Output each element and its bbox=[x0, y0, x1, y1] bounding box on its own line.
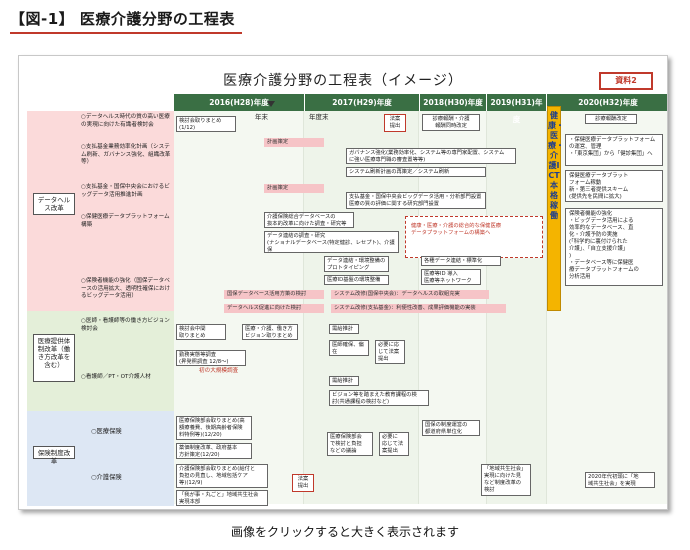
sidebar-datahealth: データヘルス改革 bbox=[33, 193, 75, 215]
box-insurance-committee: 医療保険部会 で検討と負担 などの議論 bbox=[327, 432, 373, 456]
year-header-2019: 2019(H31)年度 bbox=[487, 94, 546, 124]
sidebar-insurance: 保険制度改革 bbox=[33, 446, 75, 465]
box-kokuho-system: システム改修(国保中央会)：データヘルスの取組充実 bbox=[331, 290, 489, 299]
box-care-insurance-summary: 介護保険部会取りまとめ(給付と 負担の見直し、地域包括ケア 等)(12/9) bbox=[176, 464, 268, 488]
year-header-2017: 2017(H29)年度 bbox=[305, 94, 419, 111]
box-community-reform: 「地域共生社会」 実現に向けた見 など制度改革の 検討 bbox=[481, 464, 531, 496]
box-bill-submission-1: 法案 提出 bbox=[384, 114, 406, 132]
arrow-plan-1: 計画策定 bbox=[264, 138, 324, 147]
box-prefecture-unit: 国保の制度運営の 都道府県単位化 bbox=[422, 420, 480, 436]
box-bill-submission-2: 法案 提出 bbox=[292, 474, 314, 492]
ict-operation-bar: 健康・医療・介護ICT本格稼働 bbox=[547, 106, 564, 311]
box-data-standardization: 各種データ連結・標準化 bbox=[421, 256, 501, 266]
figure-title: 医療介護分野の工程表（イメージ） bbox=[223, 73, 463, 89]
box-platform-build: 健康・医療・介護の総合的な保健医療 データプラットフォームの構築へ bbox=[411, 223, 502, 236]
box-work-survey: 勤務実態等調査 (昇発照調査 12/8～) bbox=[176, 350, 246, 366]
box-vision-summary: 医療・介護、働き方 ビジョン取りまとめ bbox=[242, 324, 298, 340]
box-bigdata-division: 支払基金・国保中央会ビッグデータ活用・分析部門設置 医療の質の評価に関する研究部… bbox=[346, 192, 486, 209]
item-care-insurance: ○介護保険 bbox=[91, 474, 122, 481]
item-fund-efficiency: ○支払基金業務効率化計画（システム刷新、ガバナンス強化、組織改革等） bbox=[81, 144, 171, 165]
item-bigdata-plan: ○支払基金・国保中央会におけるビッグデータ活用推進計画 bbox=[81, 184, 170, 198]
box-education-review: ビジョン等を踏まえた教育課程の検 討(共通課程の検討など) bbox=[329, 390, 429, 406]
box-bill-if-needed-2: 必要に 応じて法 案提出 bbox=[379, 432, 409, 456]
right-platform-operation: ・保健医療データプラットフォームの運営、管理 ・「東京集団」から「健診集団」へ bbox=[565, 134, 663, 166]
item-insurer-function: ○保険者機能の強化（国保データベースの活用拡大、透明性確保におけるビッグデータ活… bbox=[81, 278, 171, 299]
note-nenmatsu: 年末 bbox=[255, 113, 268, 121]
sidebar-supply: 医療提供体制改革（働き方改革を含む） bbox=[33, 334, 75, 382]
item-nursing-staff: ○看護師／PT・OT介護人材 bbox=[81, 374, 151, 380]
ict-operation-label: 健康・医療・介護ICT本格稼働 bbox=[548, 111, 564, 220]
item-datahealth-forum: ○データヘルス時代の質の高い医療の実現に向けた有識者検討会 bbox=[81, 114, 170, 128]
box-medical-id: 医療ID基盤の環境整備 bbox=[324, 275, 389, 285]
box-id-network: 医療等ID 導入 医療等ネットワーク bbox=[421, 269, 481, 285]
milestone-marker bbox=[267, 101, 275, 107]
box-care-db-research: 介護保険総合データベースの 抜本的改革に向けた調査・研究等 bbox=[264, 212, 354, 228]
box-forum-summary: 検討会取りまとめ (1/12) bbox=[176, 116, 236, 132]
arrow-plan-2: 計画策定 bbox=[264, 184, 324, 193]
year-header-2018: 2018(H30)年度 bbox=[420, 94, 486, 111]
arrow-datahealth-review: データヘルス促進に向けた検討 bbox=[224, 304, 324, 313]
box-doctor-allocation: 医師確保、偏在 対策等の検討 bbox=[329, 340, 369, 356]
note-2018-revision: 診療報酬・介護 報酬同時改定 bbox=[422, 114, 480, 131]
box-prototyping: データ連結・環境整備の プロトタイピング bbox=[324, 256, 389, 272]
box-drug-price-reform: 薬価制度改革、政府基本 方針策定(12/20) bbox=[176, 443, 252, 459]
bracket-platform bbox=[405, 216, 543, 258]
right-platform-launch: 保健医療データプラット フォーム稼動 新・第三者提供スキーム (提供先を民間に拡… bbox=[565, 170, 663, 202]
box-governance: ガバナンス強化(業務効率化、システム等の専門家配置、システム に強い医療専門職の… bbox=[346, 148, 516, 164]
note-nendomatsu: 年度末 bbox=[309, 113, 329, 121]
item-medical-insurance: ○医療保険 bbox=[91, 428, 122, 435]
arrow-kokuho-db: 国保データベース活用方策の検討 bbox=[224, 290, 324, 299]
year-header-2020: 2020(H32)年度 bbox=[547, 94, 667, 111]
note-large-survey: 初の大規模調査 bbox=[199, 368, 239, 374]
right-insurer-strengthening: 保険者機能の強化 ・ビッグデータ活用による 効率的なデータベース、直 化・介護予… bbox=[565, 208, 663, 286]
year-header-2016: 2016(H28)年度 bbox=[174, 94, 304, 111]
item-platform: ○保健医療データプラットフォーム構築 bbox=[81, 214, 170, 228]
box-interim-summary: 検討会中間 取りまとめ(12/22) bbox=[176, 324, 226, 340]
box-data-link-research: データ連結の調査・研究 (ナショナルデータベース(特定健診、レセプト)、介護保 … bbox=[264, 231, 399, 253]
box-community-headquarters: 「我が事・丸ごと」地域共生社会 実現本部 bbox=[176, 490, 268, 506]
box-demand-estimate-1: 需給推計 bbox=[329, 324, 359, 334]
box-fund-system: システム改修(支払基金)：利便性改善、成果評価機能の実装 bbox=[331, 304, 506, 313]
heading-underline bbox=[10, 32, 242, 34]
box-demand-estimate-2: 需給推計 bbox=[329, 376, 359, 386]
item-workstyle-vision: ○医師・看護師等の働き方ビジョン検討会 bbox=[81, 318, 170, 332]
doc-label: 資料2 bbox=[599, 72, 653, 90]
note-2020-revision: 診療報酬改定 bbox=[585, 114, 637, 124]
footer-caption[interactable]: 画像をクリックすると大きく表示されます bbox=[230, 525, 459, 539]
box-bill-if-needed-1: 必要に応 じて法案 提出 bbox=[375, 340, 405, 364]
box-community-realization: 2020年代初頭に「地 域共生社会」を実現 bbox=[585, 472, 655, 488]
page-heading: 【図-1】 医療介護分野の工程表 bbox=[10, 10, 235, 28]
box-medical-insurance-summary: 医療保険部会取りまとめ(高 額療養費、後期高齢者保険 料特例等)(12/20) bbox=[176, 416, 252, 440]
figure-frame[interactable]: 医療介護分野の工程表（イメージ） 資料2 2016(H28)年度 2017(H2… bbox=[18, 55, 668, 510]
box-system-renewal: システム刷新計画の再策定／システム刷新 bbox=[346, 167, 486, 177]
